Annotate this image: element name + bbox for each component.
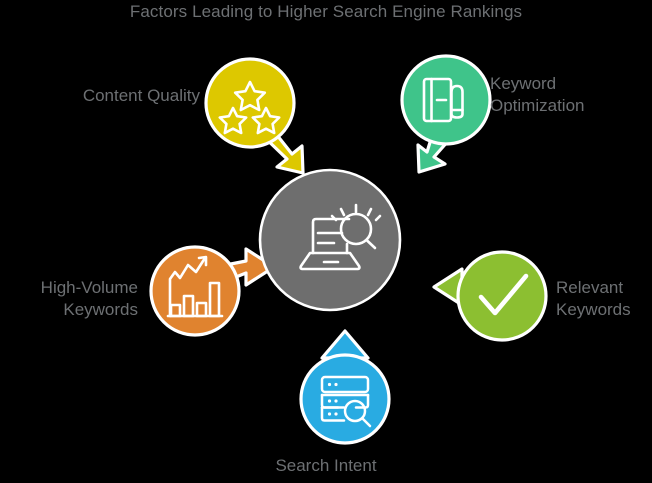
node-relevant-keywords[interactable] <box>432 250 548 342</box>
page-title: Factors Leading to Higher Search Engine … <box>129 2 523 21</box>
database-search-icon <box>320 375 372 428</box>
label-relevant-keywords: Relevant Keywords <box>556 278 631 320</box>
three-stars-icon <box>218 80 281 135</box>
node-search-intent[interactable] <box>299 329 391 445</box>
label-high-volume-keywords: High-Volume Keywords <box>40 278 138 320</box>
label-search-intent: Search Intent <box>275 456 377 475</box>
bar-chart-trend-icon <box>166 255 224 318</box>
notebook-pen-icon <box>422 77 464 123</box>
circle-high-volume-keywords <box>149 245 241 337</box>
node-high-volume-keywords[interactable] <box>149 245 276 337</box>
circle-search-intent <box>299 353 391 445</box>
center-hub[interactable] <box>258 168 402 312</box>
circle-relevant-keywords <box>456 250 548 342</box>
laptop-search-icon <box>299 203 382 271</box>
circle-center-hub <box>258 168 402 312</box>
circle-content-quality <box>204 57 296 149</box>
label-content-quality: Content Quality <box>82 86 200 105</box>
node-keyword-optimization[interactable] <box>400 54 492 174</box>
label-keyword-optimization: Keyword Optimization <box>490 74 585 116</box>
node-content-quality[interactable] <box>204 57 305 175</box>
checkmark-icon <box>478 273 529 316</box>
